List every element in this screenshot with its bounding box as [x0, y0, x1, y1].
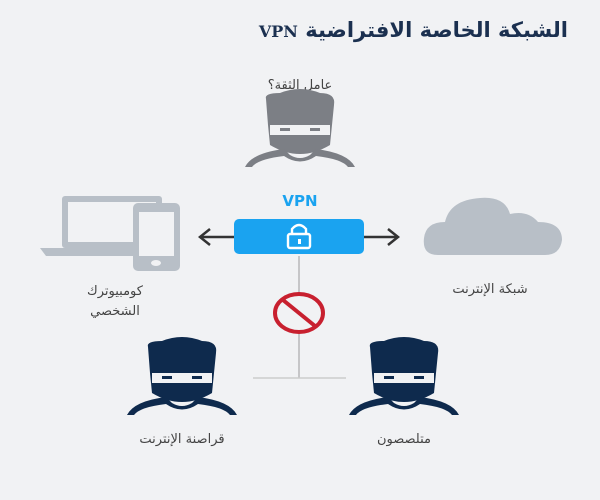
trusted-person-icon: [245, 89, 355, 167]
computer-label-line1: كومبيوترك: [87, 284, 143, 299]
lock-icon: [286, 223, 312, 250]
vpn-box: [234, 219, 364, 254]
hackers-label: قراصنة الإنترنت: [139, 432, 225, 447]
devices-icon: [40, 196, 180, 271]
block-icon: [273, 292, 325, 334]
left-arrow-icon: [197, 228, 234, 246]
computer-label: كومبيوترك الشخصي: [40, 282, 190, 322]
page-title: الشبكة الخاصة الافتراضية VPN: [259, 18, 568, 42]
right-arrow-icon: [364, 228, 401, 246]
vpn-label: VPN: [282, 192, 318, 210]
cloud-icon: [423, 197, 562, 255]
trusted-label: عامل الثقة؟: [267, 78, 333, 93]
title-vpn: VPN: [258, 22, 298, 41]
eavesdroppers-label: متلصصون: [377, 432, 431, 447]
eavesdropper-person-icon: [349, 337, 459, 415]
title-text: الشبكة الخاصة الافتراضية: [305, 18, 568, 42]
internet-label: شبكة الإنترنت: [452, 282, 528, 297]
computer-label-line2: الشخصي: [90, 304, 140, 319]
hacker-person-icon: [127, 337, 237, 415]
